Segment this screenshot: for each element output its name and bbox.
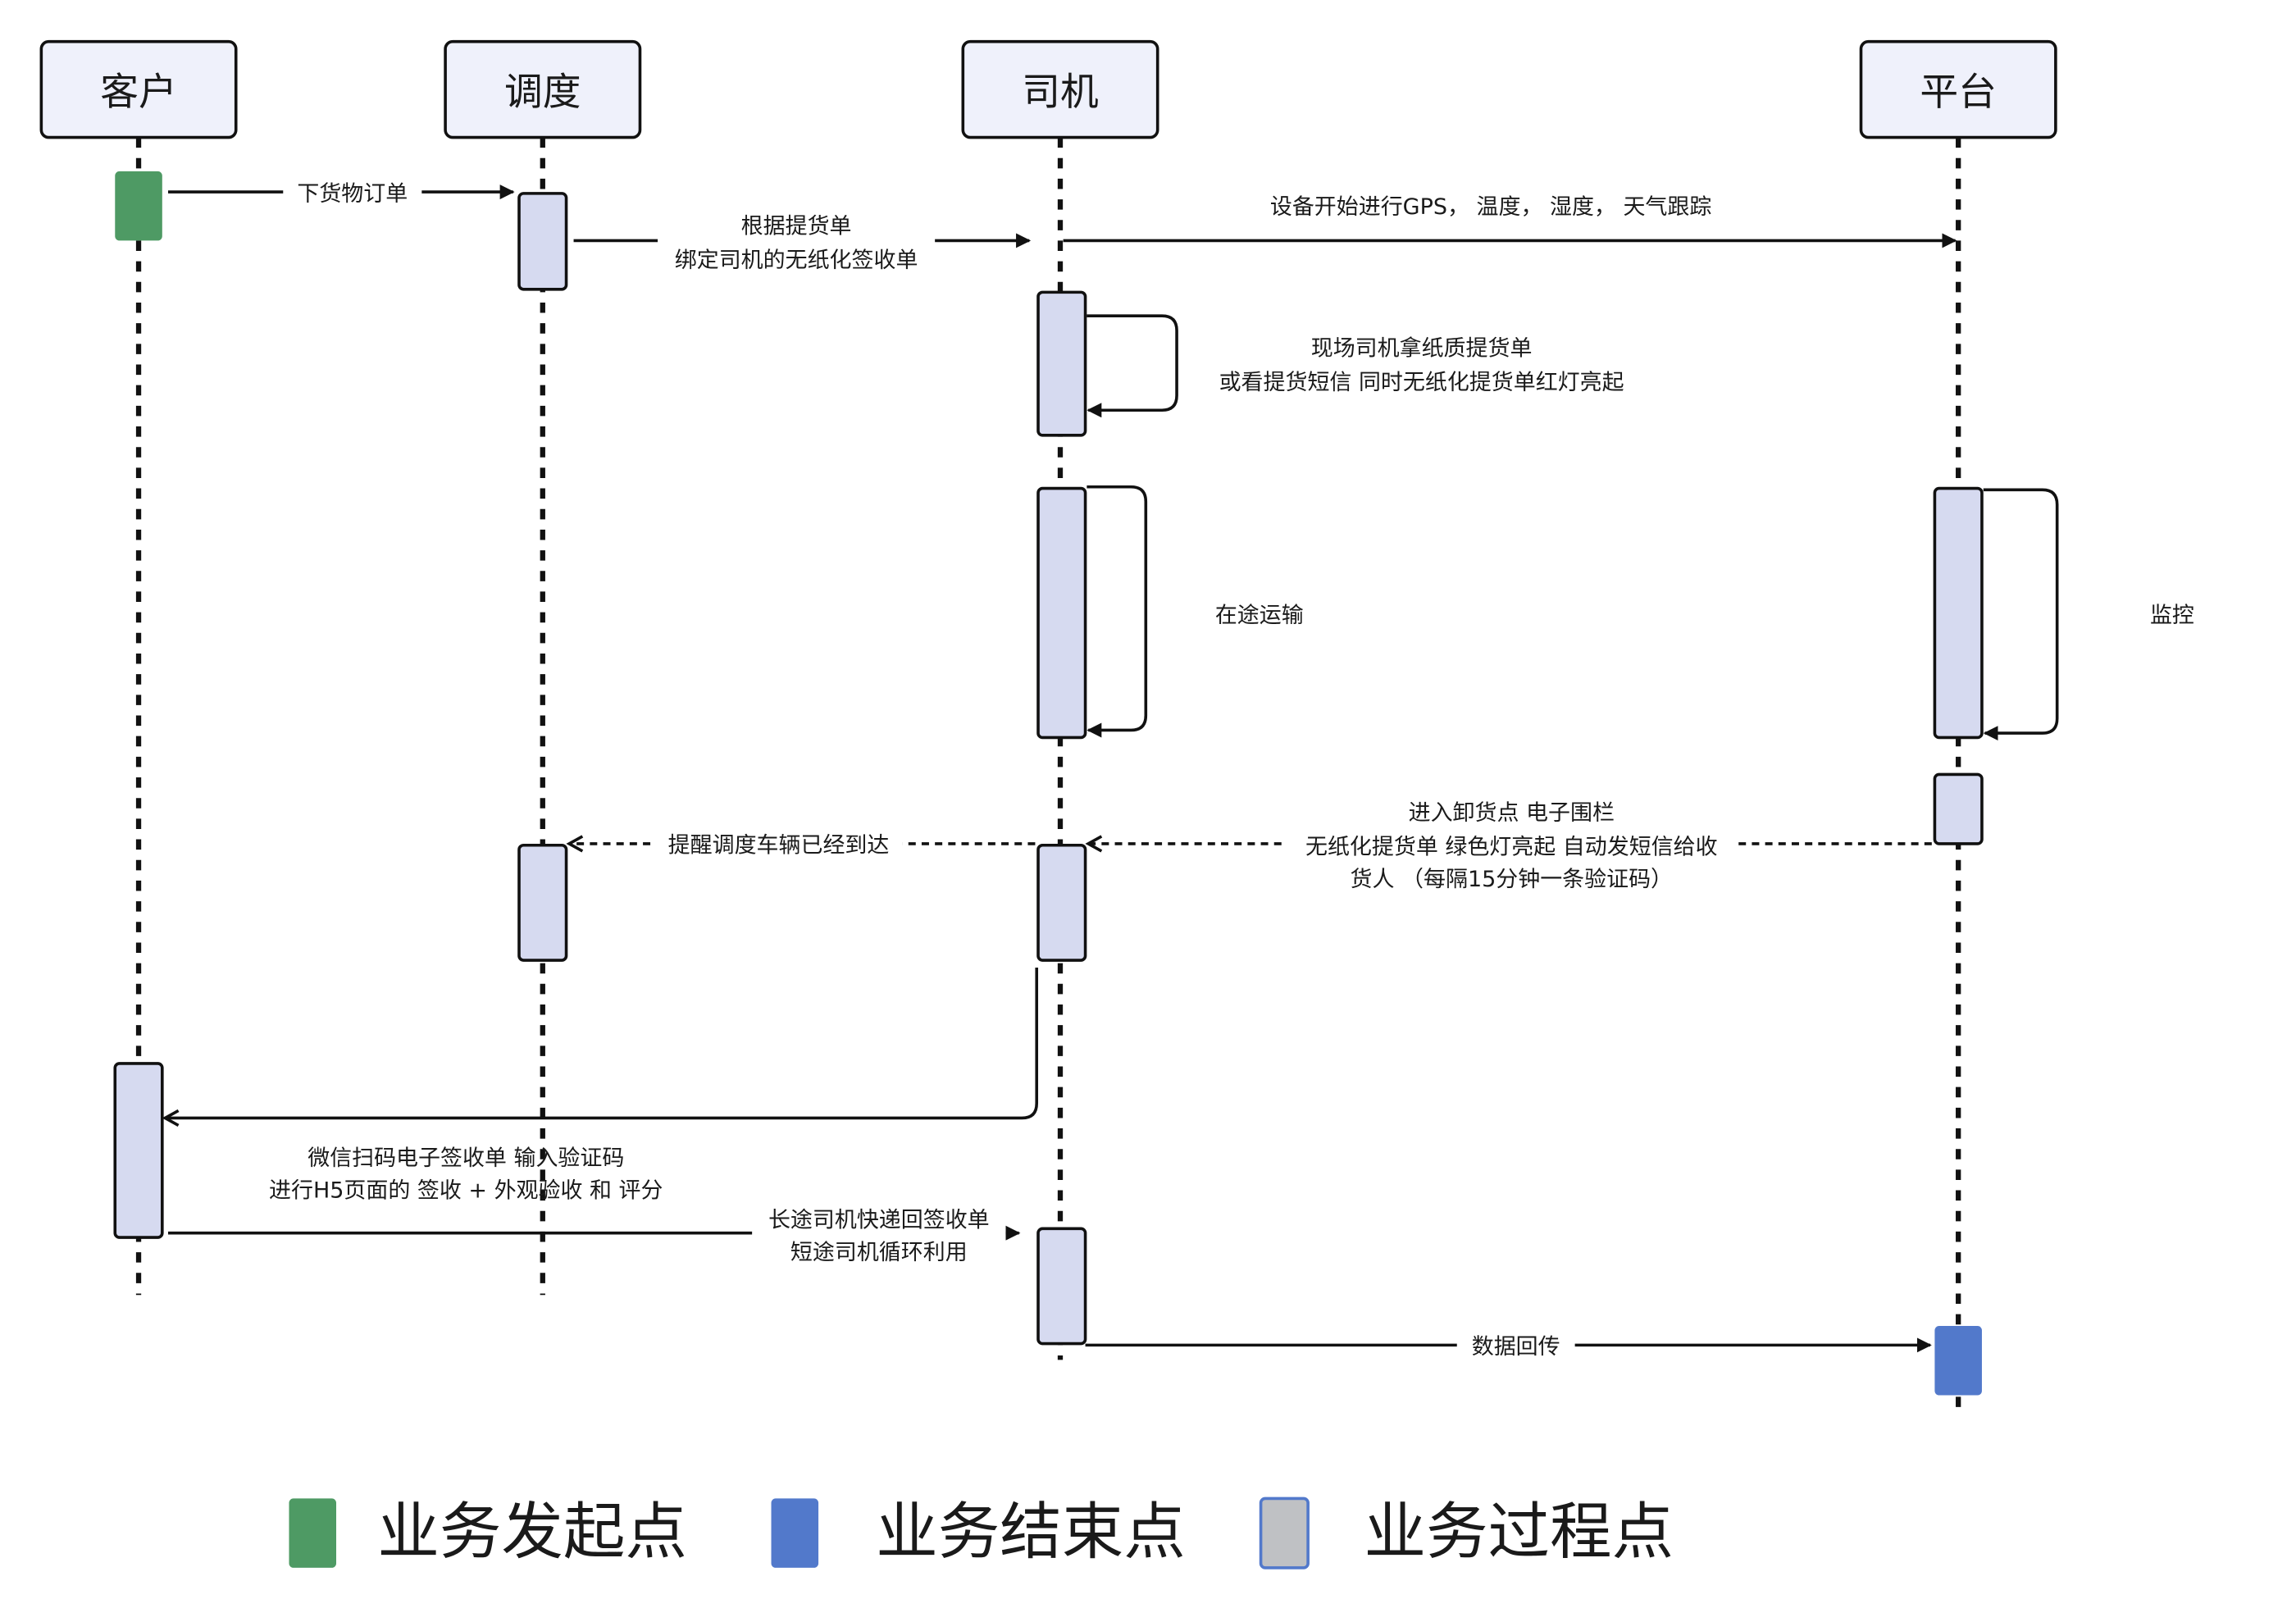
- actor-customer: 客户: [39, 39, 238, 139]
- activation-platform-end: [1934, 1326, 1982, 1396]
- arrow-driver-pickup: [1086, 314, 1178, 418]
- label-return-receipt-1: 长途司机快递回签收单: [768, 1208, 990, 1233]
- legend-swatch-process: [1259, 1496, 1310, 1569]
- arrow-monitor: [1983, 488, 2059, 741]
- label-bind-waybill-1: 根据提货单: [741, 213, 852, 239]
- actor-driver: 司机: [961, 39, 1159, 139]
- message-monitor: 监控: [1983, 488, 2194, 741]
- activation-driver-return: [1036, 1227, 1087, 1346]
- activation-customer-start: [115, 171, 162, 241]
- message-remind-dispatcher: 提醒调度车辆已经到达: [569, 826, 1036, 862]
- label-enter-geofence-2: 无纸化提货单 绿色灯亮起 自动发短信给收: [1305, 835, 1718, 860]
- legend-label-process: 业务过程点: [1364, 1496, 1674, 1568]
- label-bg-bind-waybill: [658, 207, 936, 278]
- label-monitor: 监控: [2150, 603, 2194, 628]
- message-data-return: 数据回传: [1085, 1327, 1932, 1363]
- label-bg-enter-geofence: [1282, 793, 1734, 897]
- actor-box-driver: [961, 39, 1159, 139]
- message-return-receipt: 长途司机快递回签收单 短途司机循环利用: [168, 1200, 1021, 1269]
- actor-box-platform: [1859, 39, 2057, 139]
- label-start-tracking: 设备开始进行GPS， 温度， 湿度， 天气跟踪: [1270, 194, 1711, 220]
- actor-platform: 平台: [1859, 39, 2057, 139]
- activation-customer-sign: [113, 1062, 164, 1239]
- actor-label-dispatcher: 调度: [504, 71, 581, 115]
- actor-box-customer: [39, 39, 238, 139]
- label-driver-pickup-2: 或看提货短信 同时无纸化提货单红灯亮起: [1219, 370, 1624, 395]
- legend-label-start: 业务发起点: [377, 1496, 687, 1568]
- label-customer-sign-1: 微信扫码电子签收单 输入验证码: [308, 1146, 624, 1171]
- label-driver-pickup-1: 现场司机拿纸质提货单: [1311, 336, 1533, 362]
- activation-driver-pickup: [1036, 290, 1087, 437]
- arrow-in-transit: [1086, 485, 1148, 738]
- label-data-return: 数据回传: [1472, 1334, 1560, 1360]
- legend-item-end: 业务结束点: [771, 1496, 1186, 1568]
- activation-dispatcher-remind: [517, 843, 568, 962]
- actor-label-driver: 司机: [1022, 71, 1099, 115]
- legend: 业务发起点 业务结束点 业务过程点: [289, 1496, 1674, 1569]
- actor-label-customer: 客户: [100, 71, 177, 115]
- label-in-transit: 在途运输: [1215, 603, 1304, 628]
- legend-label-end: 业务结束点: [876, 1496, 1186, 1568]
- actor-box-dispatcher: [444, 39, 642, 139]
- message-driver-pickup: 现场司机拿纸质提货单 或看提货短信 同时无纸化提货单红灯亮起: [1086, 314, 1624, 418]
- activation-platform-geofence: [1933, 772, 1984, 845]
- activation-driver-arrive: [1036, 843, 1087, 962]
- label-bind-waybill-2: 绑定司机的无纸化签收单: [675, 248, 918, 273]
- legend-item-start: 业务发起点: [289, 1496, 687, 1568]
- message-driver-to-customer: [165, 968, 1039, 1118]
- message-in-transit: 在途运输: [1086, 485, 1304, 738]
- label-enter-geofence-3: 货人 （每隔15分钟一条验证码）: [1351, 867, 1673, 892]
- activation-dispatcher-bind: [517, 192, 568, 291]
- message-customer-sign: 微信扫码电子签收单 输入验证码 进行H5页面的 签收 + 外观验收 和 评分: [269, 1146, 663, 1204]
- message-enter-geofence: 进入卸货点 电子围栏 无纸化提货单 绿色灯亮起 自动发短信给收 货人 （每隔15…: [1088, 793, 1932, 897]
- label-enter-geofence-1: 进入卸货点 电子围栏: [1409, 800, 1615, 826]
- legend-swatch-start: [289, 1498, 337, 1568]
- label-place-order: 下货物订单: [297, 181, 408, 207]
- label-bg-return-receipt: [752, 1200, 1006, 1269]
- label-remind-dispatcher: 提醒调度车辆已经到达: [668, 833, 890, 859]
- label-customer-sign-2: 进行H5页面的 签收 + 外观验收 和 评分: [269, 1178, 663, 1204]
- label-bg-remind-dispatcher: [654, 826, 903, 862]
- label-return-receipt-2: 短途司机循环利用: [790, 1240, 968, 1265]
- activation-platform-monitor: [1933, 486, 1984, 740]
- legend-item-process: 业务过程点: [1259, 1496, 1674, 1569]
- legend-swatch-end: [771, 1498, 819, 1568]
- label-bg-place-order: [283, 174, 422, 210]
- message-start-tracking: 设备开始进行GPS， 温度， 湿度， 天气跟踪: [1063, 194, 1957, 248]
- message-bind-waybill: 根据提货单 绑定司机的无纸化签收单: [573, 207, 1032, 278]
- actor-label-platform: 平台: [1920, 71, 1997, 115]
- activation-driver-transit: [1036, 486, 1087, 740]
- message-place-order: 下货物订单: [168, 174, 515, 210]
- label-bg-data-return: [1456, 1327, 1575, 1363]
- actor-dispatcher: 调度: [444, 39, 642, 139]
- arrow-driver-to-customer: [165, 968, 1039, 1118]
